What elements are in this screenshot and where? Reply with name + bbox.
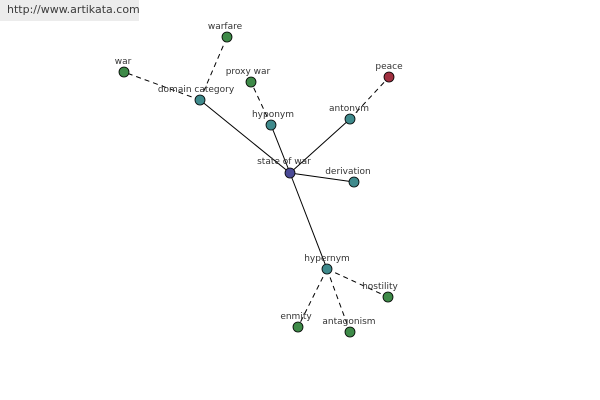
edge-state-of-war-to-hypernym [289, 172, 328, 270]
node-label-domain-category[interactable]: domain category [158, 85, 235, 95]
node-hypernym[interactable] [321, 263, 333, 275]
site-url-link[interactable]: http://www.artikata.com [7, 3, 140, 16]
edge-hypernym-to-enmity [297, 268, 328, 328]
edge-state-of-war-to-domain-category [199, 99, 291, 174]
node-state-of-war[interactable] [284, 167, 296, 179]
node-label-proxy-war[interactable]: proxy war [226, 67, 271, 77]
node-antonym[interactable] [344, 113, 356, 125]
node-enmity[interactable] [292, 321, 304, 333]
edge-domain-category-to-war [123, 71, 201, 101]
node-label-war[interactable]: war [115, 57, 132, 67]
edge-hypernym-to-antagonism [326, 268, 351, 333]
labels-layer: state of war domain category hyponym antony… [115, 22, 403, 327]
edge-hyponym-to-proxy-war [250, 81, 272, 126]
edge-domain-category-to-warfare [199, 36, 228, 101]
nodes-layer [118, 31, 395, 338]
node-label-warfare[interactable]: warfare [208, 22, 243, 32]
node-war[interactable] [118, 66, 130, 78]
node-domain-category[interactable] [194, 94, 206, 106]
node-label-enmity[interactable]: enmity [280, 312, 312, 322]
node-peace[interactable] [383, 71, 395, 83]
node-label-hyponym[interactable]: hyponym [252, 110, 294, 120]
node-label-state-of-war[interactable]: state of war [257, 157, 311, 167]
edge-hypernym-to-hostility [326, 268, 389, 298]
node-hyponym[interactable] [265, 119, 277, 131]
node-label-antonym[interactable]: antonym [329, 104, 369, 114]
node-label-hypernym[interactable]: hypernym [304, 254, 350, 264]
node-label-hostility[interactable]: hostility [362, 282, 398, 292]
node-label-derivation[interactable]: derivation [325, 167, 371, 177]
node-hostility[interactable] [382, 291, 394, 303]
site-banner: http://www.artikata.com [0, 0, 140, 21]
edge-state-of-war-to-hyponym [270, 124, 291, 174]
node-antagonism[interactable] [344, 326, 356, 338]
node-label-peace[interactable]: peace [375, 62, 403, 72]
node-label-antagonism[interactable]: antagonism [322, 317, 375, 327]
edge-state-of-war-to-derivation [289, 172, 355, 183]
edge-state-of-war-to-antonym [289, 118, 351, 174]
edge-antonym-to-peace [349, 76, 390, 120]
node-proxy-war[interactable] [245, 76, 257, 88]
node-derivation[interactable] [348, 176, 360, 188]
node-warfare[interactable] [221, 31, 233, 43]
edges-layer [123, 36, 390, 333]
